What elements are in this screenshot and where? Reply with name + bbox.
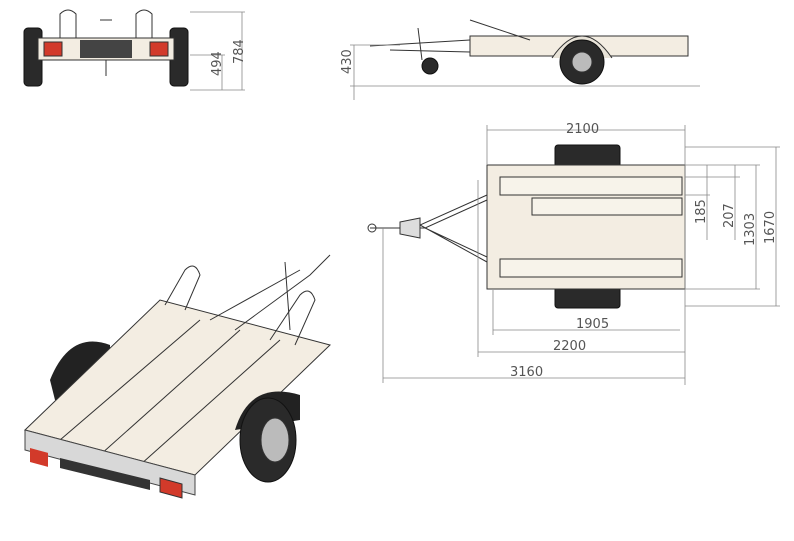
iso-rear-bumper (24, 429, 196, 496)
dim-784: 784 (232, 39, 247, 64)
right-lamp (149, 41, 169, 57)
dim-1670: 1670 (763, 211, 778, 244)
iso-rails (59, 319, 281, 466)
iso-chock-left (164, 265, 201, 311)
dim-2100: 2100 (566, 122, 599, 137)
top-wheel-left (554, 144, 621, 168)
dim-207: 207 (722, 203, 737, 228)
iso-plate (60, 458, 150, 490)
rail-center (531, 197, 683, 216)
rail-2 (499, 258, 683, 278)
ramp (469, 19, 531, 41)
isometric-view (24, 254, 331, 499)
iso-chock-right (269, 290, 316, 346)
top-view: 2100 185 207 1303 1670 1905 2200 3160 (367, 122, 780, 385)
dim-430: 430 (340, 49, 355, 74)
drawbar-a-frame (418, 194, 488, 263)
iso-jockey (284, 261, 291, 331)
rail-1 (499, 176, 683, 196)
iso-drawbar (209, 254, 331, 331)
dim-1905: 1905 (576, 317, 609, 332)
jockey-wheel (100, 19, 112, 76)
iso-lamp-right (159, 477, 183, 499)
jockey-wheel (421, 57, 439, 75)
rear-view: 494 784 (23, 9, 247, 91)
dim-1303: 1303 (743, 213, 758, 246)
dim-2200: 2200 (553, 339, 586, 354)
left-lamp (43, 41, 63, 57)
side-view: 430 (340, 19, 700, 100)
dim-3160: 3160 (510, 365, 543, 380)
license-plate-holder (80, 40, 132, 58)
iso-lamp-left (30, 448, 48, 467)
dim-185: 185 (694, 199, 709, 224)
wheel-chocks (59, 9, 153, 38)
dim-494: 494 (210, 51, 225, 76)
